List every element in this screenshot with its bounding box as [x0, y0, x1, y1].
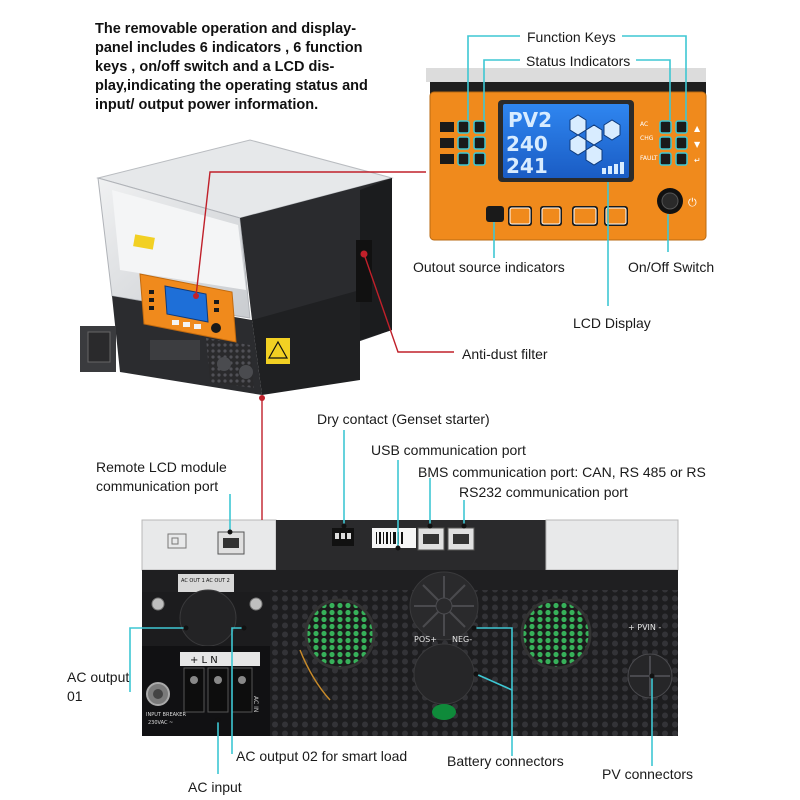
indicator-label: AC — [640, 121, 648, 128]
svg-text:INPUT BREAKER: INPUT BREAKER — [146, 712, 186, 718]
label-function-keys: Function Keys — [527, 29, 616, 45]
svg-text:AC IN: AC IN — [252, 696, 259, 712]
label-dry-contact: Dry contact (Genset starter) — [317, 411, 490, 427]
label-output-source-indicators: Outout source indicators — [413, 259, 565, 275]
intro-line: play,indicating the operating status and — [95, 78, 368, 94]
rear-remote-plate — [141, 519, 277, 571]
svg-text:↵: ↵ — [694, 156, 701, 165]
callout-lines-red — [195, 171, 454, 520]
label-pv-connectors: PV connectors — [602, 766, 694, 782]
svg-text:230VAC ~: 230VAC ~ — [148, 720, 173, 726]
caution-sticker — [133, 234, 155, 250]
svg-text:+ L N: + L N — [190, 655, 218, 666]
intro-line: panel includes 6 indicators , 6 function — [95, 40, 363, 56]
inverter-unit — [80, 139, 394, 395]
indicator-label: FAULT — [640, 155, 658, 162]
power-icon: ⏻ — [688, 196, 697, 209]
label-usb-port: USB communication port — [371, 442, 526, 458]
anti-dust-filter-slot — [356, 240, 372, 302]
lcd-row-2: 240 — [506, 132, 548, 156]
output-source-indicators — [486, 206, 628, 226]
svg-text:POS+: POS+ — [414, 635, 437, 644]
indicator-label: CHG — [640, 135, 654, 142]
label-bms-port-line2: RS232 communication port — [459, 484, 628, 500]
intro-line: input/ output power information. — [95, 97, 319, 113]
intro-paragraph: The removable operation and display- pan… — [95, 20, 395, 115]
svg-text:AC OUT 1: AC OUT 1 — [181, 578, 205, 584]
intro-line: keys , on/off switch and a LCD dis- — [95, 59, 335, 75]
label-remote-lcd-line2: communication port — [96, 478, 219, 494]
ac-out-labels — [178, 574, 234, 592]
intro-line: The removable operation and display- — [95, 21, 357, 37]
green-grommet — [432, 704, 456, 720]
callout-lines-cyan — [129, 35, 687, 774]
label-anti-dust-filter: Anti-dust filter — [462, 346, 548, 362]
lcd-row-3: 241 — [506, 154, 548, 178]
cooling-fan-right — [520, 598, 592, 670]
svg-text:NEG-: NEG- — [452, 635, 472, 644]
label-ac-output-02: AC output 02 for smart load — [236, 748, 408, 764]
battery-connector-area — [413, 643, 475, 705]
label-ac-output-01-line2: 01 — [67, 688, 83, 704]
label-remote-lcd-line1: Remote LCD module — [96, 459, 227, 475]
label-bms-port-line1: BMS communication port: CAN, RS 485 or R… — [418, 464, 706, 480]
label-ac-input: AC input — [188, 779, 242, 795]
rear-panel: AC OUT 1 AC OUT 2 POS+ NEG- + PVIN - + L… — [141, 519, 679, 736]
svg-text:▲: ▲ — [694, 124, 701, 133]
label-lcd-display: LCD Display — [573, 315, 651, 331]
label-ac-output-01-line1: AC output — [67, 669, 130, 685]
svg-text:AC OUT 2: AC OUT 2 — [206, 578, 230, 584]
label-status-indicators: Status Indicators — [526, 53, 631, 69]
svg-text:+ PVIN -: + PVIN - — [628, 623, 661, 632]
svg-text:▼: ▼ — [694, 140, 701, 149]
label-battery-connectors: Battery connectors — [447, 753, 564, 769]
lcd-row-1: PV2 — [508, 108, 552, 132]
label-on-off-switch: On/Off Switch — [628, 259, 715, 275]
cooling-fan-left — [304, 598, 376, 670]
display-panel-zoom: PV2 240 241 AC — [426, 68, 707, 241]
